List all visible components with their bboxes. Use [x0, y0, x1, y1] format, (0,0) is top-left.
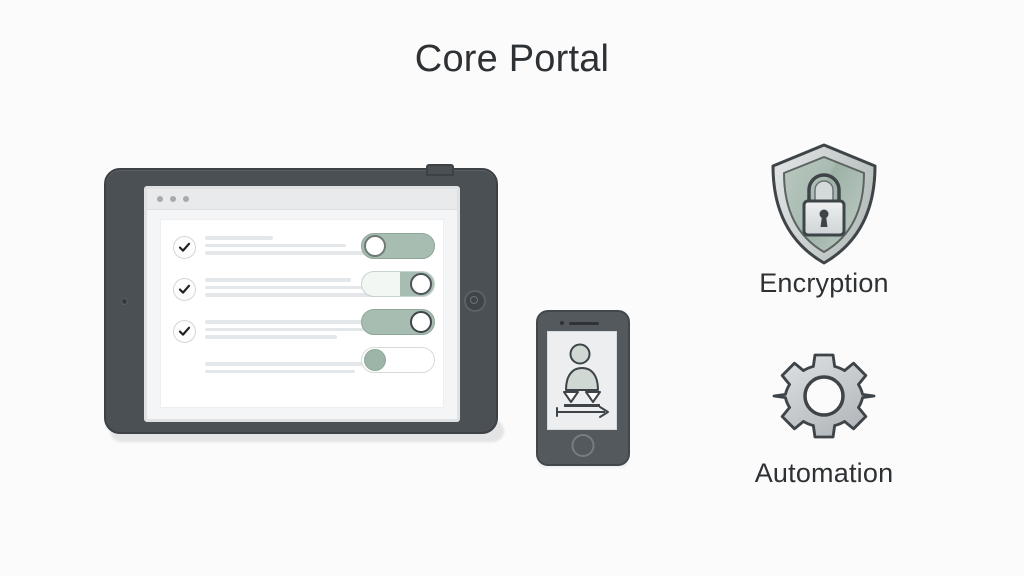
text-line: [205, 362, 383, 366]
feature-label-encryption: Encryption: [759, 268, 889, 298]
smartphone-device: [536, 310, 632, 468]
text-line: [205, 293, 374, 297]
window-dot-maximize-icon[interactable]: [183, 196, 189, 202]
tablet-device: [104, 164, 504, 452]
phone-screen: [547, 331, 617, 430]
user-workflow-transfer-icon: [556, 343, 609, 418]
tablet-power-button[interactable]: [426, 164, 454, 176]
text-line: [205, 285, 415, 289]
list-item[interactable]: [173, 317, 433, 359]
text-line: [205, 320, 415, 324]
list-item[interactable]: [173, 359, 433, 401]
page-title: Core Portal: [414, 38, 610, 80]
gear-icon: [714, 340, 934, 452]
placeholder-text-lines: [205, 359, 433, 373]
toggle-switch-3[interactable]: [361, 309, 435, 335]
check-circle-icon[interactable]: [173, 278, 196, 301]
shield-lock-icon: [714, 140, 934, 268]
text-line: [205, 369, 356, 373]
phone-camera-icon: [560, 321, 564, 325]
placeholder-text-lines: [205, 275, 433, 297]
toggle-switch-group: [361, 233, 435, 373]
window-dot-minimize-icon[interactable]: [170, 196, 176, 202]
text-line: [205, 278, 351, 282]
check-circle-icon[interactable]: [173, 236, 196, 259]
feature-label-automation: Automation: [754, 458, 894, 488]
settings-list: [161, 220, 443, 407]
toggle-switch-2[interactable]: [361, 271, 435, 297]
tablet-home-button[interactable]: [464, 290, 486, 312]
toggle-knob: [410, 311, 432, 333]
window-dot-close-icon[interactable]: [157, 196, 163, 202]
toggle-knob: [410, 273, 432, 295]
tablet-screen: [144, 186, 460, 422]
text-line: [205, 335, 338, 339]
list-item[interactable]: [173, 275, 433, 317]
window-chrome-bar: [147, 189, 457, 210]
tablet-body: [104, 164, 498, 434]
feature-automation: Automation: [714, 340, 934, 489]
toggle-knob: [364, 235, 386, 257]
feature-encryption: Encryption: [714, 140, 934, 299]
check-circle-icon[interactable]: [173, 320, 196, 343]
settings-card: [160, 219, 444, 408]
phone-home-button[interactable]: [571, 434, 595, 457]
text-line: [205, 236, 274, 240]
text-line: [205, 327, 388, 331]
phone-speaker-icon: [569, 322, 599, 325]
placeholder-text-lines: [205, 233, 433, 255]
text-line: [205, 243, 347, 247]
list-item[interactable]: [173, 233, 433, 275]
phone-body: [536, 310, 630, 466]
placeholder-text-lines: [205, 317, 433, 339]
text-line: [205, 251, 402, 255]
toggle-switch-1[interactable]: [361, 233, 435, 259]
toggle-switch-4[interactable]: [361, 347, 435, 373]
toggle-knob: [364, 349, 386, 371]
tablet-camera-icon: [121, 298, 128, 305]
